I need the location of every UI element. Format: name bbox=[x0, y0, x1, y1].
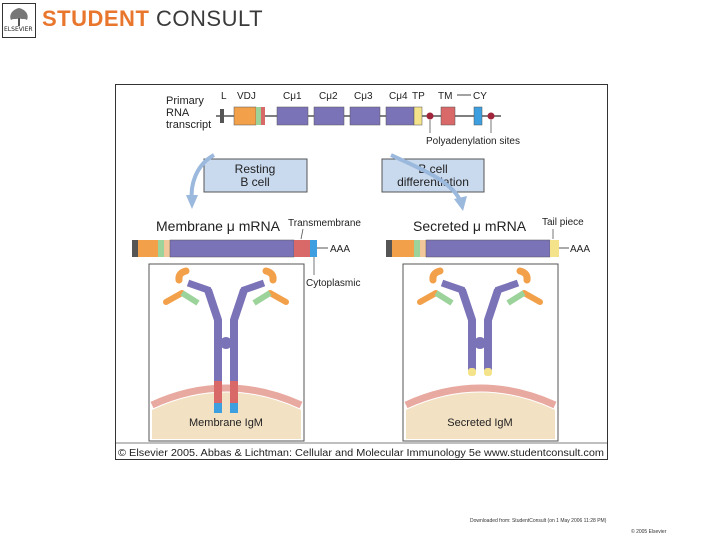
sec-mrna-constant bbox=[425, 239, 551, 258]
differentiation-box bbox=[381, 158, 485, 193]
sec-variable-right bbox=[516, 267, 531, 284]
secreted-igm-label: Secreted IgM bbox=[447, 417, 512, 429]
sec-light-left bbox=[417, 290, 439, 305]
sec-arm-right bbox=[484, 279, 520, 322]
mem-variable-left bbox=[175, 267, 190, 284]
tail-piece-label: Tail piece bbox=[542, 217, 584, 228]
arrow-left-head bbox=[186, 195, 198, 209]
mem-mrna-green bbox=[158, 240, 164, 257]
mem-tm-left bbox=[214, 381, 222, 403]
resting-label-2: B cell bbox=[240, 175, 269, 189]
sec-tp-left bbox=[468, 368, 476, 376]
segment-cmu3 bbox=[349, 106, 381, 126]
primary-label-3: transcript bbox=[166, 119, 211, 131]
brand-student: STUDENT bbox=[42, 6, 150, 31]
mem-variable-right bbox=[262, 267, 277, 284]
segment-vdj-green bbox=[256, 107, 261, 125]
segment-tp bbox=[413, 106, 423, 126]
seg-label-tm: TM bbox=[438, 91, 452, 102]
seg-label-cmu3: Cμ3 bbox=[354, 91, 373, 102]
sec-light-green-right bbox=[506, 290, 526, 306]
sec-mrna-green bbox=[414, 240, 420, 257]
arrow-right-head bbox=[454, 196, 467, 211]
membrane-mrna-title: Membrane μ mRNA bbox=[156, 218, 281, 234]
seg-label-vdj: VDJ bbox=[237, 91, 256, 102]
sec-mrna-peach bbox=[420, 240, 426, 257]
aaa-left: AAA bbox=[330, 244, 350, 255]
cytoplasmic-label: Cytoplasmic bbox=[306, 278, 360, 289]
mem-mrna-constant bbox=[169, 239, 295, 258]
mem-tm-right bbox=[230, 381, 238, 403]
mem-mrna-tm bbox=[294, 240, 310, 257]
sec-variable-left bbox=[429, 267, 444, 284]
transmembrane-label: Transmembrane bbox=[288, 218, 361, 229]
elsevier-wordmark: ELSEVIER bbox=[4, 26, 33, 33]
arrow-right bbox=[390, 153, 463, 204]
elsevier-logo bbox=[2, 3, 36, 38]
figure-panel: Primary RNA transcript L VDJ Cμ1 Cμ2 Cμ3… bbox=[115, 84, 608, 460]
mem-cy-right bbox=[230, 403, 238, 413]
secreted-mrna-title: Secreted μ mRNA bbox=[413, 218, 527, 234]
igm-diagram: Primary RNA transcript L VDJ Cμ1 Cμ2 Cμ3… bbox=[116, 91, 607, 459]
brand-consult: CONSULT bbox=[156, 6, 264, 31]
resting-box bbox=[203, 158, 308, 193]
primary-label-2: RNA bbox=[166, 107, 190, 119]
mem-cy-left bbox=[214, 403, 222, 413]
polyadenylation-label: Polyadenylation sites bbox=[426, 136, 520, 147]
primary-label-1: Primary bbox=[166, 95, 204, 107]
seg-label-l: L bbox=[221, 91, 227, 102]
segment-cmu4 bbox=[385, 106, 415, 126]
segment-cmu1 bbox=[276, 106, 309, 126]
segment-cy bbox=[473, 106, 483, 126]
sec-hinge bbox=[474, 337, 486, 349]
seg-label-cy: CY bbox=[473, 91, 487, 102]
transmembrane-pointer bbox=[300, 228, 304, 240]
segment-vdj bbox=[233, 106, 257, 126]
membrane-outer-leaflet bbox=[150, 384, 303, 409]
seg-label-cmu1: Cμ1 bbox=[283, 91, 302, 102]
mem-hinge bbox=[220, 337, 232, 349]
secreted-membrane-outer-leaflet bbox=[404, 384, 557, 409]
aaa-right: AAA bbox=[570, 244, 590, 255]
student-consult-logo[interactable]: STUDENT CONSULT bbox=[42, 6, 263, 32]
mem-arm-left bbox=[186, 279, 222, 322]
footer-copyright: © 2005 Elsevier bbox=[631, 529, 667, 535]
copyright-text: © Elsevier 2005. Abbas & Lichtman: Cellu… bbox=[118, 448, 604, 459]
sec-light-green-left bbox=[434, 290, 454, 306]
mem-mrna-cy bbox=[310, 240, 317, 257]
secreted-membrane-bilayer bbox=[406, 392, 555, 439]
sec-mrna-cap bbox=[386, 240, 392, 257]
mem-light-left bbox=[163, 290, 185, 305]
mem-light-green-right bbox=[252, 290, 272, 306]
sec-mrna-tp bbox=[550, 240, 559, 257]
sec-mrna-vdj bbox=[392, 240, 414, 257]
tree-icon bbox=[3, 4, 35, 28]
mem-light-green-left bbox=[180, 290, 200, 306]
resting-label-1: Resting bbox=[235, 162, 276, 176]
polyA-site-1 bbox=[426, 112, 434, 120]
mem-mrna-peach bbox=[164, 240, 170, 257]
mem-mrna-vdj bbox=[138, 240, 158, 257]
segment-cmu2 bbox=[313, 106, 345, 126]
download-info: Downloaded from: StudentConsult (on 1 Ma… bbox=[470, 518, 607, 524]
seg-label-cmu4: Cμ4 bbox=[389, 91, 408, 102]
segment-tm bbox=[440, 106, 456, 126]
segment-vdj-red bbox=[261, 107, 265, 125]
polyA-site-2 bbox=[487, 112, 495, 120]
mem-light-right bbox=[267, 290, 289, 305]
seg-label-tp: TP bbox=[412, 91, 425, 102]
segment-l-block bbox=[220, 109, 224, 123]
sec-tp-right bbox=[484, 368, 492, 376]
mem-mrna-cap bbox=[132, 240, 138, 257]
seg-label-cmu2: Cμ2 bbox=[319, 91, 338, 102]
membrane-igm-label: Membrane IgM bbox=[189, 417, 263, 429]
diff-label-2: differentiation bbox=[397, 175, 469, 189]
sec-light-right bbox=[521, 290, 543, 305]
membrane-bilayer bbox=[152, 392, 301, 439]
sec-arm-left bbox=[440, 279, 476, 322]
mem-arm-right bbox=[230, 279, 266, 322]
